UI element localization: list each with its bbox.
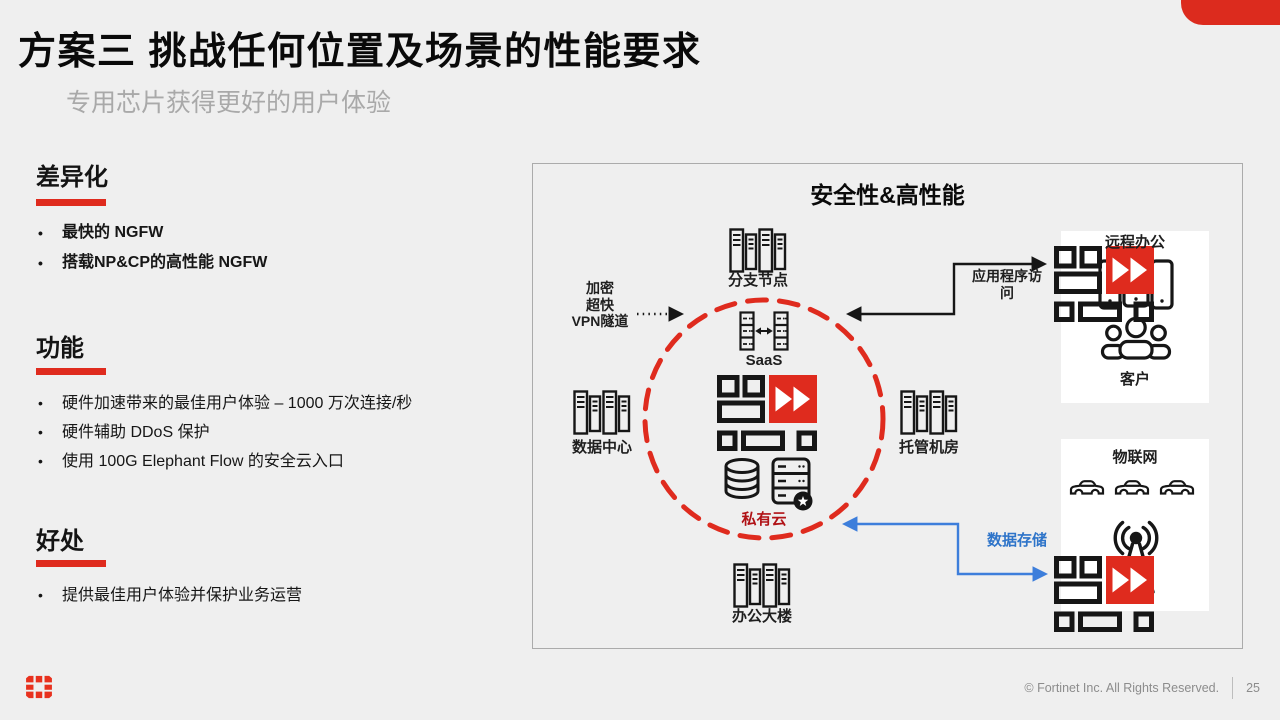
label-iot: 物联网 xyxy=(1112,449,1158,466)
fortinet-grid-logo-icon xyxy=(1057,556,1155,630)
app-access-arrow xyxy=(845,256,1048,322)
label-customers: 客户 xyxy=(1119,371,1150,388)
red-underline-bar xyxy=(36,368,106,375)
server-rack-icon xyxy=(729,228,787,273)
diagram-artwork xyxy=(573,228,1195,650)
car-icon xyxy=(1159,480,1195,495)
diagram-title: 安全性&高性能 xyxy=(810,182,965,208)
page-title: 方案三 挑战任何位置及场景的性能要求 xyxy=(18,31,702,73)
app-access-annotation: 应用程序访 问 xyxy=(957,268,1057,301)
list-item: 使用 100G Elephant Flow 的安全云入口 xyxy=(36,447,516,476)
label-office-building: 办公大楼 xyxy=(731,608,792,625)
fortinet-logo-mark-icon xyxy=(26,675,52,699)
data-storage-annotation: 数据存储 xyxy=(986,532,1047,549)
app-access-line: 问 xyxy=(1000,284,1014,301)
label-branch-nodes: 分支节点 xyxy=(727,272,788,289)
benefits-bullet-list: 提供最佳用户体验并保护业务运营 xyxy=(36,581,516,610)
label-saas: SaaS xyxy=(745,352,783,369)
vpn-annotation: 加密 超快 VPN隧道 xyxy=(550,280,650,330)
list-item: 硬件加速带来的最佳用户体验 – 1000 万次连接/秒 xyxy=(36,389,516,418)
footer: © Fortinet Inc. All Rights Reserved. 25 xyxy=(1024,677,1260,699)
vpn-line: VPN隧道 xyxy=(571,313,629,329)
red-underline-bar xyxy=(36,199,106,206)
features-bullet-list: 硬件加速带来的最佳用户体验 – 1000 万次连接/秒 硬件辅助 DDoS 保护… xyxy=(36,389,516,476)
red-underline-bar xyxy=(36,560,106,567)
page-number: 25 xyxy=(1246,681,1260,695)
top-right-accent-shape xyxy=(1181,0,1280,25)
car-icon xyxy=(1114,480,1150,495)
database-server-star-icon xyxy=(724,457,814,512)
people-icon xyxy=(1100,316,1172,360)
list-item: 最快的 NGFW xyxy=(36,218,516,248)
section-heading-features: 功能 xyxy=(36,336,84,362)
label-colocation: 托管机房 xyxy=(898,439,959,456)
app-access-line: 应用程序访 xyxy=(972,268,1042,284)
list-item: 搭载NP&CP的高性能 NGFW xyxy=(36,248,516,278)
page-subtitle: 专用芯片获得更好的用户体验 xyxy=(66,90,392,117)
data-storage-arrow xyxy=(841,516,1049,582)
footer-divider xyxy=(1232,677,1234,699)
fortinet-grid-logo-icon xyxy=(720,375,818,449)
vpn-line: 超快 xyxy=(586,296,614,313)
copyright-text: © Fortinet Inc. All Rights Reserved. xyxy=(1024,681,1220,695)
server-rack-icon xyxy=(733,563,791,608)
server-rack-icon xyxy=(573,390,631,435)
label-remote-work: 远程办公 xyxy=(1104,234,1165,251)
label-private-cloud: 私有云 xyxy=(741,511,787,528)
car-icon xyxy=(1069,480,1105,495)
section-heading-differentiation: 差异化 xyxy=(36,165,108,191)
architecture-diagram: 安全性&高性能 分支节点 SaaS 数据中心 托管机房 私有云 办公大楼 远程办… xyxy=(532,163,1243,649)
saas-sync-icon xyxy=(739,311,789,351)
section-heading-benefits: 好处 xyxy=(36,529,84,555)
list-item: 硬件辅助 DDoS 保护 xyxy=(36,418,516,447)
private-cloud-dashed-circle xyxy=(642,297,886,541)
vpn-line: 加密 xyxy=(586,280,614,296)
list-item: 提供最佳用户体验并保护业务运营 xyxy=(36,581,516,610)
differentiation-bullet-list: 最快的 NGFW 搭载NP&CP的高性能 NGFW xyxy=(36,218,516,278)
server-rack-icon xyxy=(900,390,958,435)
label-datacenter: 数据中心 xyxy=(571,439,632,456)
